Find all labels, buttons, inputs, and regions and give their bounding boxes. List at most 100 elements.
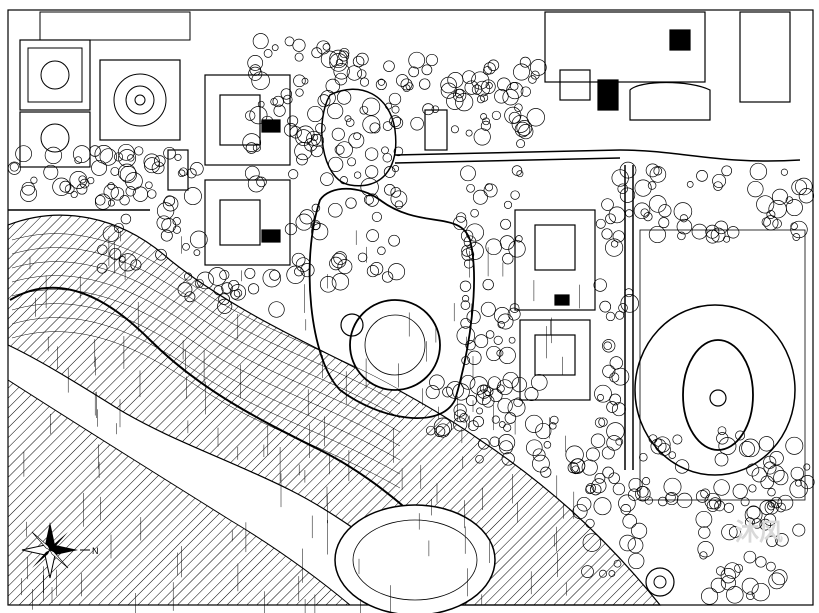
- tree-canopy: [532, 454, 550, 473]
- tree-canopy: [514, 121, 531, 138]
- tree-canopy: [467, 350, 482, 365]
- tree-canopy: [311, 223, 329, 241]
- tree-canopy: [741, 438, 760, 458]
- tree-canopy: [549, 415, 559, 425]
- tree-canopy: [628, 488, 641, 501]
- tree-canopy: [491, 415, 500, 424]
- tree-canopy: [497, 397, 513, 414]
- tree-canopy: [747, 180, 764, 198]
- tree-canopy: [390, 190, 408, 208]
- tree-canopy: [746, 505, 761, 520]
- tree-canopy: [508, 240, 526, 258]
- tree-canopy: [134, 146, 144, 156]
- tree-canopy: [766, 210, 776, 219]
- tree-canopy: [792, 233, 801, 241]
- tree-canopy: [233, 289, 243, 298]
- tree-canopy: [482, 117, 490, 126]
- tree-canopy: [179, 167, 188, 177]
- tree-canopy: [357, 69, 367, 79]
- tree-canopy: [262, 268, 282, 288]
- tree-canopy: [385, 102, 393, 110]
- tree-canopy: [497, 313, 514, 330]
- main-road: [394, 149, 801, 470]
- tree-canopy: [273, 104, 286, 117]
- tree-canopy: [792, 523, 806, 537]
- tree-canopy: [172, 217, 181, 226]
- tree-canopy: [59, 180, 72, 193]
- tree-canopy: [612, 230, 625, 243]
- tree-canopy: [696, 170, 708, 182]
- contour-line: [11, 275, 401, 433]
- tree-canopy: [466, 242, 484, 260]
- tree-canopy: [617, 183, 628, 194]
- tree-canopy: [336, 141, 353, 159]
- tree-canopy: [296, 125, 315, 144]
- tree-canopy: [459, 280, 472, 292]
- tree-canopy: [790, 220, 808, 239]
- tree-canopy: [474, 334, 489, 348]
- tree-canopy: [526, 108, 545, 127]
- tree-canopy: [345, 197, 357, 209]
- tree-canopy: [605, 238, 624, 257]
- tree-canopy: [333, 63, 350, 80]
- tree-canopy: [91, 159, 108, 176]
- tree-canopy: [526, 439, 543, 456]
- tree-canopy: [658, 217, 670, 229]
- tree-canopy: [228, 279, 240, 292]
- tree-canopy: [585, 483, 596, 494]
- tree-canopy: [147, 189, 157, 199]
- tree-canopy: [602, 339, 616, 353]
- tree-canopy: [609, 356, 623, 370]
- tree-canopy: [421, 64, 433, 76]
- tree-canopy: [429, 374, 445, 391]
- tree-canopy: [145, 181, 153, 189]
- tree-canopy: [377, 246, 386, 256]
- tree-canopy: [382, 121, 393, 131]
- tree-canopy: [125, 172, 143, 190]
- contour-line: [11, 289, 401, 447]
- tree-canopy: [572, 503, 588, 520]
- tree-canopy: [362, 115, 381, 134]
- tree-canopy: [310, 219, 321, 231]
- tree-canopy: [713, 479, 730, 496]
- tree-canopy: [452, 383, 470, 401]
- tree-canopy: [190, 162, 204, 176]
- tree-canopy: [657, 496, 668, 507]
- tree-canopy: [292, 38, 306, 52]
- tree-canopy: [425, 385, 440, 400]
- tree-canopy: [679, 214, 688, 223]
- tree-canopy: [391, 165, 400, 173]
- tree-canopy: [761, 217, 771, 227]
- tree-canopy: [331, 252, 347, 269]
- tree-canopy: [599, 300, 612, 313]
- tree-canopy: [480, 120, 491, 131]
- watermark-text: 沐风: [735, 518, 783, 546]
- tree-canopy: [329, 49, 348, 69]
- tree-canopy: [346, 65, 363, 81]
- contour-line: [11, 247, 401, 405]
- tree-canopy: [102, 225, 120, 242]
- tree-canopy: [748, 484, 757, 493]
- tree-canopy: [357, 252, 368, 263]
- tree-canopy: [363, 194, 374, 205]
- tree-canopy: [78, 175, 87, 184]
- tree-canopy: [9, 162, 19, 172]
- tree-canopy: [615, 310, 625, 320]
- tree-canopy: [107, 199, 115, 207]
- tree-canopy: [465, 340, 476, 351]
- tree-canopy: [244, 267, 256, 279]
- tree-canopy: [628, 552, 645, 570]
- compass-north-label: N: [92, 546, 99, 556]
- tree-canopy: [585, 485, 595, 495]
- tree-canopy: [622, 514, 637, 529]
- tree-canopy: [767, 465, 785, 483]
- tree-canopy: [284, 223, 297, 236]
- tree-canopy: [502, 253, 514, 265]
- tree-canopy: [320, 172, 334, 186]
- tree-canopy: [257, 100, 265, 108]
- tree-canopy: [710, 227, 726, 243]
- tree-canopy: [497, 77, 511, 92]
- tree-canopy: [94, 145, 114, 164]
- tree-canopy: [107, 182, 115, 190]
- tree-canopy: [325, 78, 341, 94]
